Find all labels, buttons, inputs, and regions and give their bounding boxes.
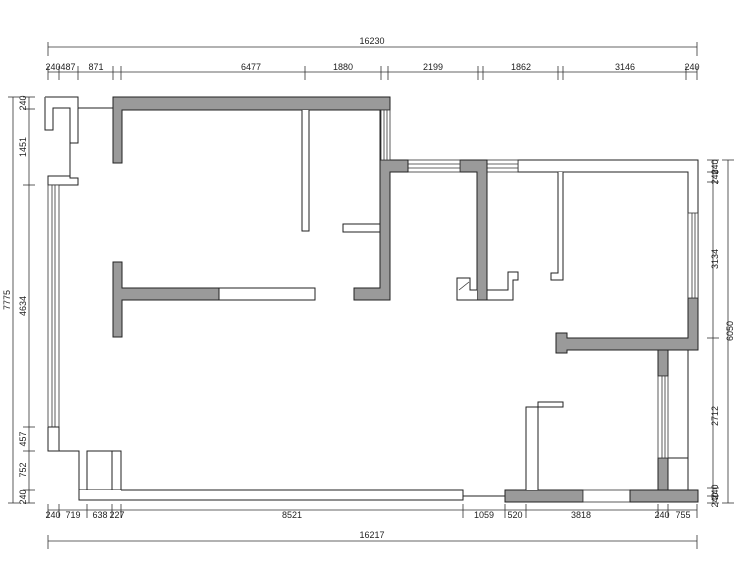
bottom-seg-10: 755 <box>675 510 690 520</box>
wall-bottom-right-a <box>504 489 584 503</box>
left-seg-6: 240 <box>18 489 28 504</box>
top-seg-9: 240 <box>684 62 699 72</box>
bottom-seg-7: 520 <box>507 510 522 520</box>
right-seg-4: 2712 <box>710 406 720 426</box>
wall-t-extension <box>218 287 316 301</box>
wall-bottom-right-b <box>629 489 699 503</box>
left-total-label: 7775 <box>2 290 12 310</box>
window-bottom-right <box>582 489 631 503</box>
right-seg-3: 3134 <box>710 249 720 269</box>
bottom-dimensions: 240 719 638 227 8521 1059 520 3818 240 7… <box>45 504 698 549</box>
window-top-mid-left <box>407 159 461 173</box>
top-seg-7: 1862 <box>511 62 531 72</box>
top-seg-6: 2199 <box>423 62 443 72</box>
window-top-mid-right <box>486 159 519 173</box>
window-right-upper <box>687 212 699 299</box>
left-seg-3: 4634 <box>18 296 28 316</box>
left-dimensions: 7775 240 1451 4634 457 752 240 <box>2 95 35 505</box>
right-total-label: 6050 <box>725 321 735 341</box>
right-seg-5: 240 <box>710 484 720 499</box>
right-dimensions: 240 240 3134 2712 240 240 6050 <box>707 159 735 508</box>
walls <box>44 96 699 503</box>
wall-top-main <box>112 96 391 164</box>
bottom-seg-8: 3818 <box>571 510 591 520</box>
window-right-lower <box>657 375 669 459</box>
left-seg-5: 752 <box>18 462 28 477</box>
window-left <box>47 184 60 428</box>
top-dimensions: 16230 240 487 871 6477 1880 2199 1862 31… <box>45 36 700 80</box>
bottom-total-label: 16217 <box>359 530 384 540</box>
bottom-seg-1: 240 <box>45 510 60 520</box>
left-seg-4: 457 <box>18 431 28 446</box>
bottom-seg-2: 719 <box>65 510 80 520</box>
wall-t-shape <box>112 261 220 338</box>
window-top-right <box>380 109 391 161</box>
wall-right-horizontal <box>555 297 699 354</box>
bottom-seg-6: 1059 <box>474 510 494 520</box>
left-seg-1: 240 <box>18 95 28 110</box>
top-seg-8: 3146 <box>615 62 635 72</box>
top-seg-5: 1880 <box>333 62 353 72</box>
bottom-seg-9: 240 <box>654 510 669 520</box>
bottom-seg-3: 638 <box>92 510 107 520</box>
wall-mid-left-l <box>353 159 409 301</box>
top-seg-3: 871 <box>88 62 103 72</box>
bottom-seg-4: 227 <box>109 510 124 520</box>
top-total-label: 16230 <box>359 36 384 46</box>
top-seg-2: 487 <box>60 62 75 72</box>
right-seg-1: 240 <box>710 159 720 174</box>
right-seg-2: 240 <box>710 169 720 184</box>
top-seg-4: 6477 <box>241 62 261 72</box>
bottom-seg-5: 8521 <box>282 510 302 520</box>
right-seg-6: 240 <box>710 492 720 507</box>
top-seg-1: 240 <box>45 62 60 72</box>
left-seg-2: 1451 <box>18 137 28 157</box>
